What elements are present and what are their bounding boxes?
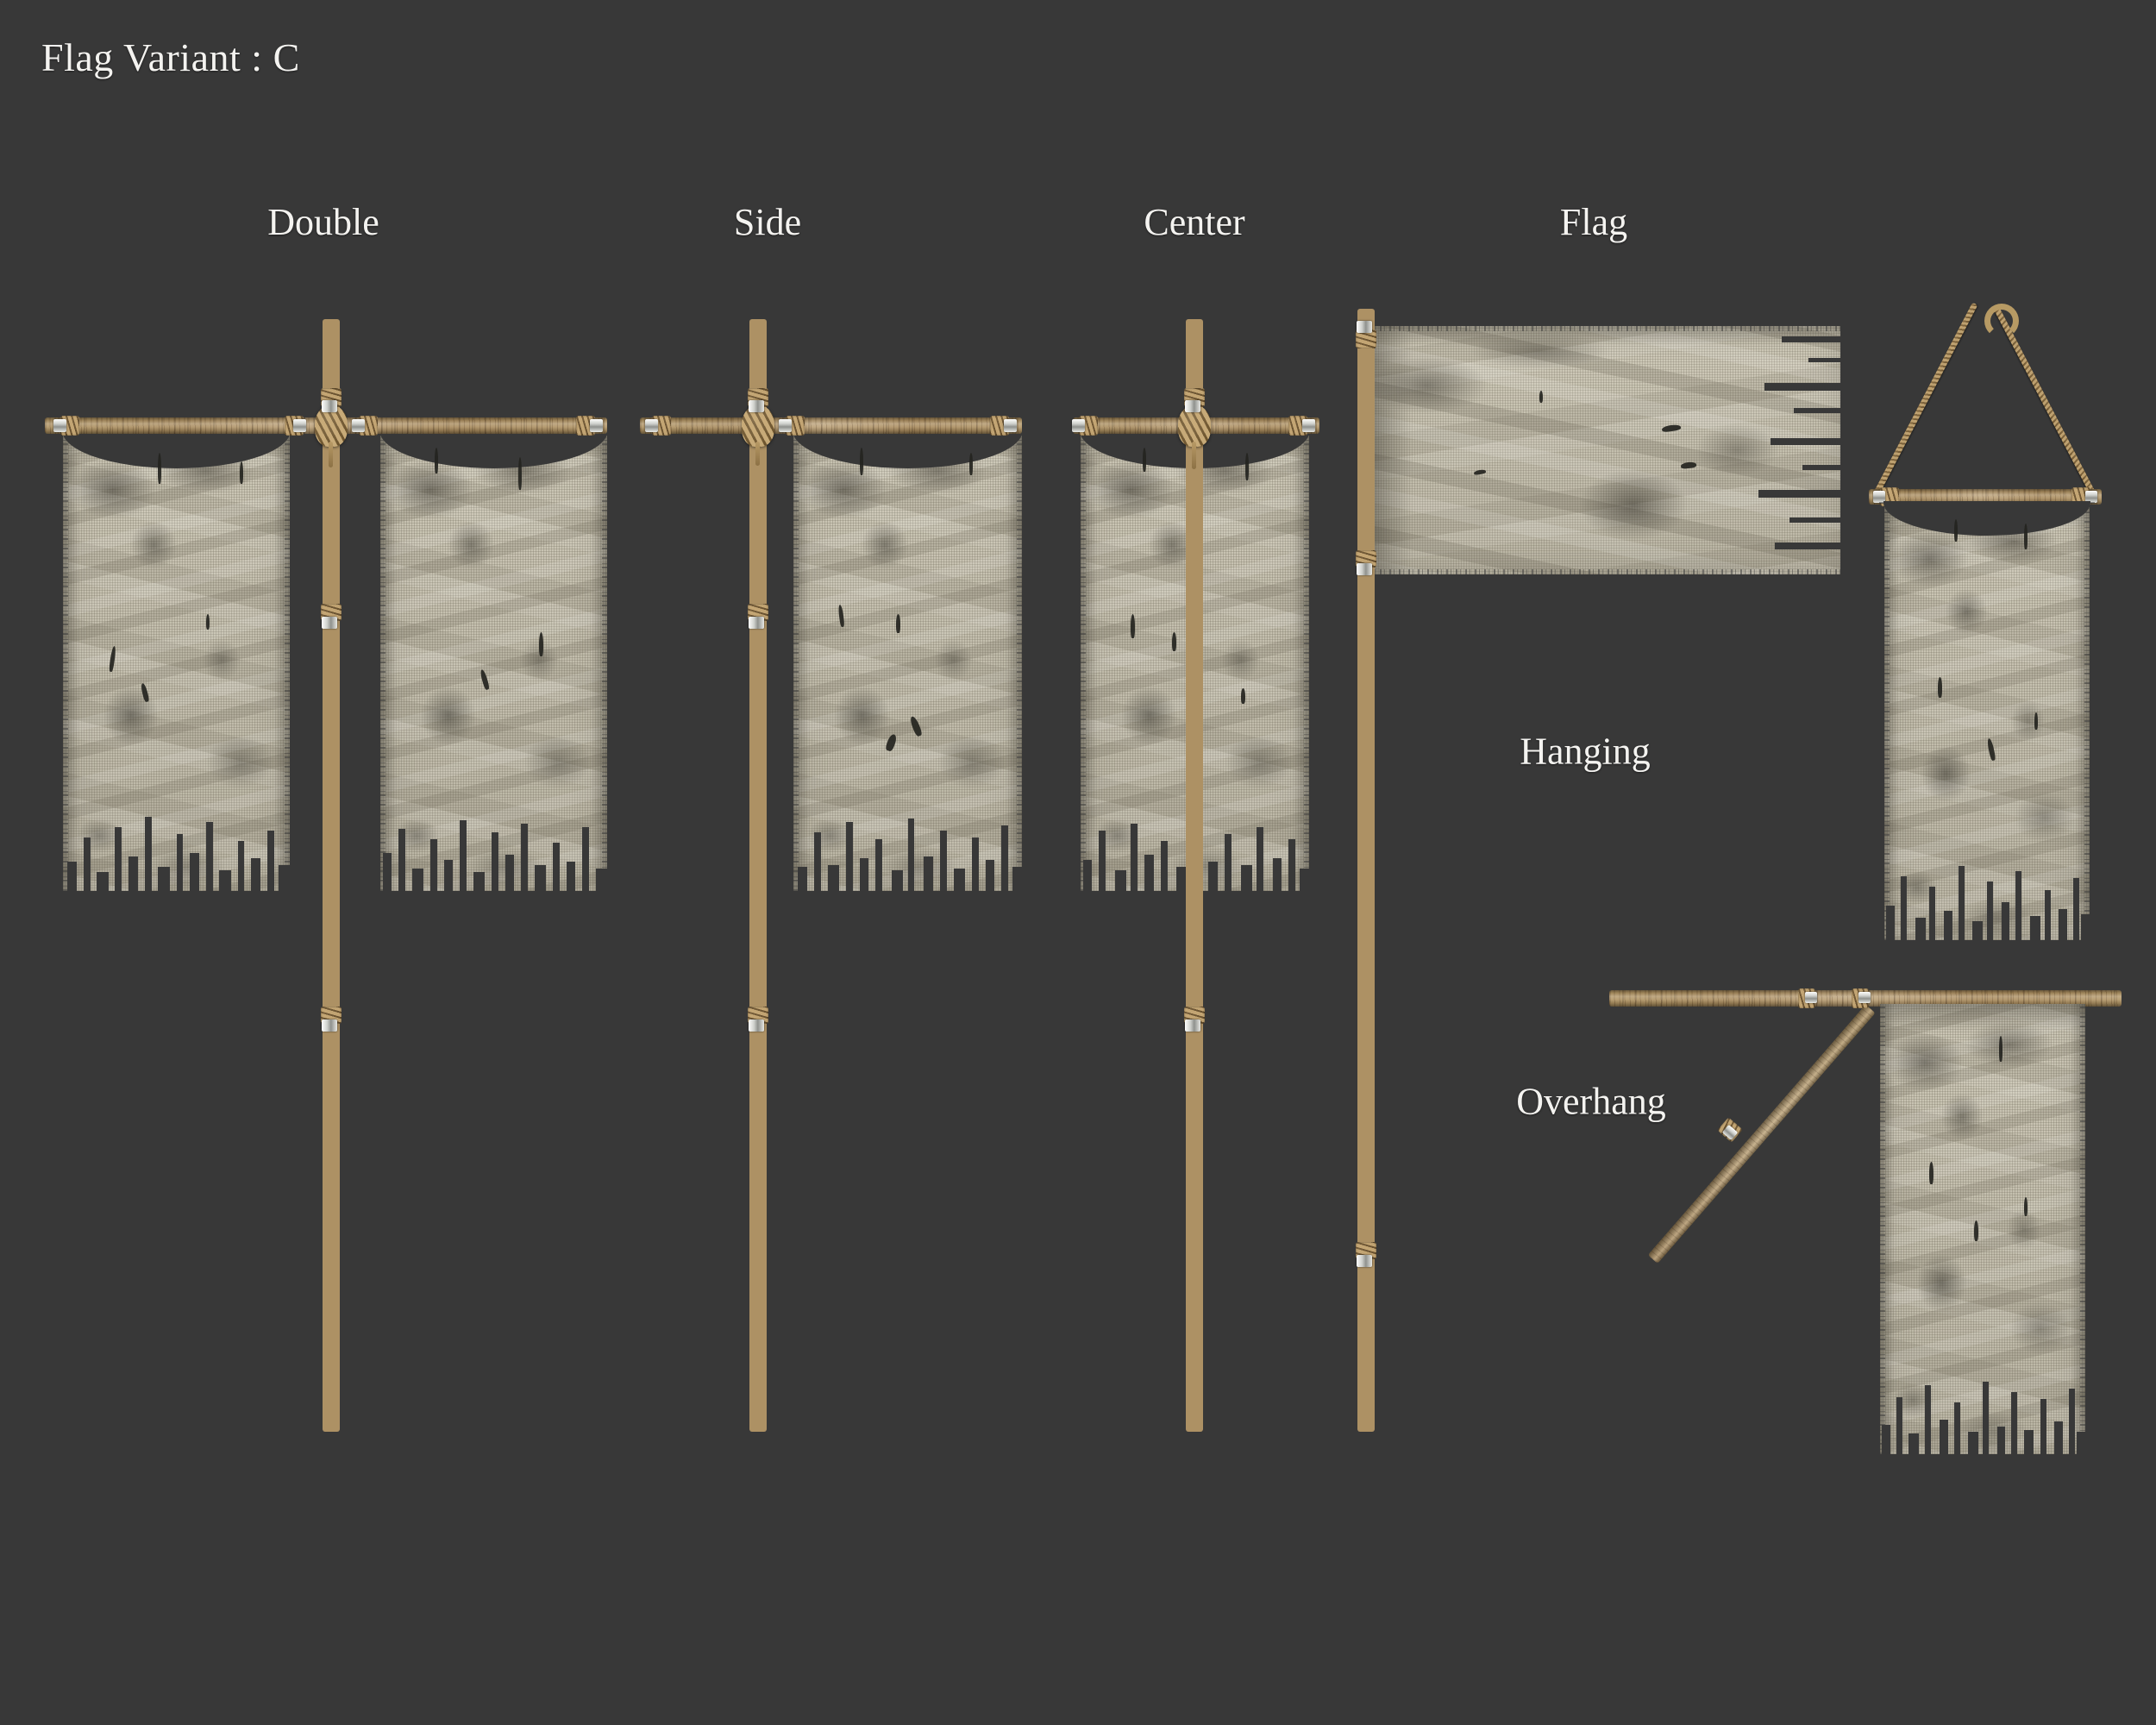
banner-overhang (1875, 1004, 2090, 1454)
fray-edge-right (2084, 502, 2095, 940)
flag-pole-vertical (323, 319, 340, 1432)
tear-slit (969, 452, 974, 475)
cloth-surface (380, 430, 607, 891)
metal-clip (1805, 992, 1817, 1003)
tear-slit (1142, 448, 1146, 473)
metal-clip (1072, 419, 1085, 432)
row-label-overhang: Overhang (1516, 1080, 1666, 1123)
rope-knot-joint (1178, 405, 1211, 447)
tear-slit (1539, 390, 1544, 403)
rope-knot-joint (742, 405, 774, 447)
rope-knot-tail (755, 442, 760, 466)
metal-clip (779, 419, 792, 432)
fray-edge-left (58, 430, 68, 891)
metal-clip (1185, 1019, 1200, 1032)
metal-clip (645, 419, 658, 432)
cloth-surface (1370, 326, 1840, 574)
banner-side (788, 429, 1027, 891)
tear-slit (896, 614, 901, 633)
metal-clip (1302, 419, 1315, 432)
flag-pole-vertical (1186, 319, 1203, 1432)
tear-slit (1240, 687, 1245, 704)
banner-double-right (375, 429, 612, 891)
fray-edge-right (285, 430, 295, 891)
tear-slit (1999, 1035, 2003, 1062)
tear-slit (1131, 614, 1136, 638)
metal-clip (590, 419, 603, 432)
tear-slit (2023, 1197, 2028, 1217)
tear-slit (240, 461, 244, 485)
tear-slit (1937, 677, 1942, 699)
metal-clip (1357, 1255, 1372, 1267)
metal-clip (322, 617, 337, 629)
tear-slit (435, 448, 439, 474)
overhang-brace (1647, 1004, 1876, 1264)
fray-edge-right (602, 430, 612, 891)
tear-slit (1244, 452, 1249, 480)
flag-pole-vertical (749, 319, 767, 1432)
fray-edge-right (1017, 430, 1027, 891)
fray-edge-bottom (1370, 569, 1840, 579)
column-label-flag: Flag (1559, 201, 1628, 243)
cloth-surface (63, 430, 290, 891)
fray-edge-top (1370, 322, 1840, 331)
hanging-rope-apex (1984, 304, 2019, 338)
crossbar-horizontal (640, 417, 1022, 434)
tear-slit (2034, 712, 2038, 730)
tear-slit (859, 448, 863, 476)
metal-clip (1858, 992, 1871, 1003)
metal-clip (322, 1019, 337, 1032)
metal-clip (1357, 563, 1372, 575)
fray-edge-right (2080, 1004, 2090, 1454)
tear-slit (1974, 1220, 1979, 1241)
column-label-double: Double (267, 201, 379, 243)
row-label-hanging: Hanging (1520, 730, 1651, 773)
hanging-rope-left (1871, 302, 1978, 499)
metal-clip (1185, 400, 1200, 412)
metal-clip (749, 400, 764, 412)
rope-knot-tail (329, 442, 333, 467)
metal-clip (293, 419, 306, 432)
tear-slit (518, 457, 523, 491)
metal-clip (1004, 419, 1017, 432)
fray-edge-left (788, 430, 799, 891)
rope-binding (1356, 329, 1376, 348)
page-title: Flag Variant : C (41, 35, 300, 79)
cloth-surface (793, 430, 1022, 891)
metal-clip (53, 419, 66, 432)
metal-clip (749, 617, 764, 629)
fray-edge-left (1879, 502, 1890, 940)
fray-edge-left (1875, 1004, 1885, 1454)
metal-clip (749, 1019, 764, 1032)
tear-slit (539, 632, 544, 657)
rope-knot-tail (1192, 442, 1196, 469)
metal-clip (352, 419, 365, 432)
banner-double-left (58, 429, 295, 891)
banner-flag-horizontal (1370, 322, 1840, 579)
rope-knot-joint (315, 405, 348, 447)
tear-slit (205, 614, 210, 630)
tear-slit (2023, 524, 2028, 550)
flag-pole-vertical (1357, 309, 1375, 1432)
hanging-bar (1869, 489, 2102, 505)
tear-slit (1172, 632, 1176, 652)
tear-slit (1929, 1161, 1934, 1184)
metal-clip (1873, 491, 1885, 503)
fray-edge-right (1304, 430, 1314, 891)
column-label-center: Center (1144, 201, 1245, 243)
column-label-side: Side (733, 201, 802, 243)
tear-slit (1953, 519, 1958, 543)
cloth-surface (1880, 1004, 2085, 1454)
metal-clip (2085, 491, 2097, 503)
tear-slit (158, 452, 162, 484)
cloth-surface (1884, 502, 2090, 940)
metal-clip (1357, 321, 1372, 333)
fray-edge-left (1075, 430, 1086, 891)
fray-edge-left (375, 430, 385, 891)
banner-hanging (1879, 501, 2095, 940)
metal-clip (322, 400, 337, 412)
